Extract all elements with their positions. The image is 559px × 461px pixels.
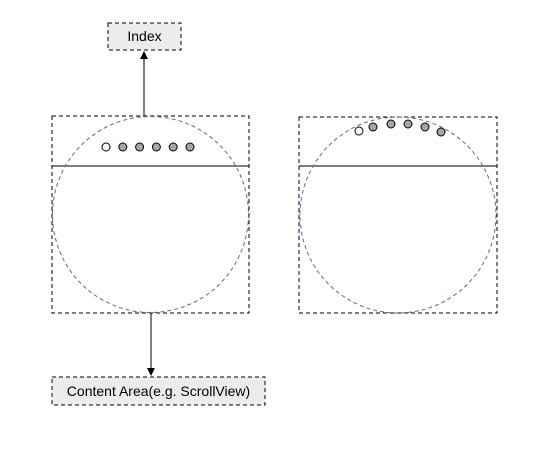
flat-indicator-dot-2 bbox=[118, 142, 128, 152]
index-label-box: Index bbox=[107, 22, 182, 51]
curved-indicator-dot-4 bbox=[403, 119, 413, 129]
left-round-screen-guide bbox=[52, 116, 249, 313]
left-screen-frame bbox=[51, 115, 250, 314]
curved-indicator-dot-6 bbox=[436, 127, 446, 137]
flat-indicator-dot-4 bbox=[151, 142, 161, 152]
curved-indicator-dot-1 bbox=[354, 126, 364, 136]
flat-page-indicator bbox=[101, 142, 195, 152]
content-area-label: Content Area(e.g. ScrollView) bbox=[67, 383, 250, 399]
curved-page-indicator bbox=[354, 119, 446, 137]
flat-indicator-dot-5 bbox=[168, 142, 178, 152]
curved-indicator-dot-3 bbox=[386, 119, 396, 129]
index-label: Index bbox=[127, 28, 161, 44]
curved-indicator-dot-5 bbox=[420, 122, 430, 132]
right-round-screen-guide bbox=[299, 116, 497, 314]
curved-indicator-dot-2 bbox=[368, 122, 378, 132]
flat-indicator-dot-6 bbox=[185, 142, 195, 152]
content-area-label-box: Content Area(e.g. ScrollView) bbox=[51, 376, 266, 406]
flat-indicator-dot-3 bbox=[135, 142, 145, 152]
right-screen-frame bbox=[298, 116, 498, 314]
flat-indicator-dot-1 bbox=[101, 142, 111, 152]
